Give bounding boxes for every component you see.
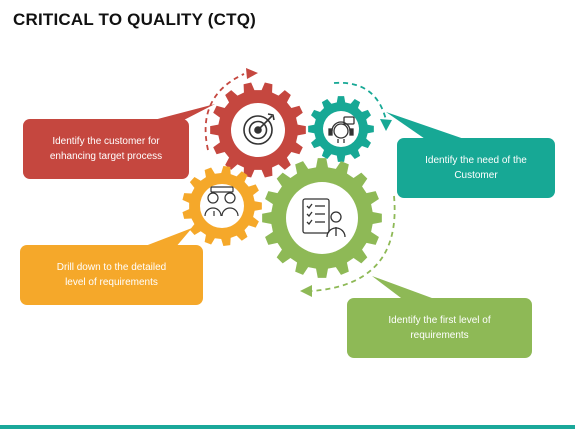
orange-callout-tail [140,228,192,248]
customer-service-icon [328,116,355,143]
callout-drill-down: Drill down to the detailed level of requ… [20,245,203,305]
right-dashed-arrow [333,81,392,131]
target-icon [243,113,275,145]
requirements-checklist-icon [302,198,346,238]
bottom-accent-rule [0,425,575,429]
green-callout-tail [372,276,440,301]
callout-text: requirements [410,330,469,341]
teal-callout-tail [386,112,470,141]
page-title: CRITICAL TO QUALITY (CTQ) [13,10,256,29]
teal-gear [308,96,374,162]
green-gear [262,158,382,278]
gear-hub [286,182,358,254]
people-feedback-icon [204,186,239,217]
callout-first-level: Identify the first level of requirements [347,298,532,358]
gear-hub [200,184,244,228]
callout-identify-customer: Identify the customer for enhancing targ… [23,119,189,179]
orange-gear [182,166,262,246]
callout-identify-need: Identify the need of the Customer [397,138,555,198]
callout-text: Identify the first level of [388,315,491,326]
bottom-dashed-arrow [300,195,396,297]
callout-text: Customer [454,170,498,181]
callout-text: Identify the need of the [425,155,527,166]
callout-text: enhancing target process [49,151,163,162]
red-callout-tail [150,104,215,122]
callout-text: Drill down to the detailed [56,262,167,273]
callout-text: Identify the customer for [52,136,160,147]
callout-text: level of requirements [65,277,158,288]
top-dashed-arrow [204,68,258,151]
gear-hub [323,111,359,147]
